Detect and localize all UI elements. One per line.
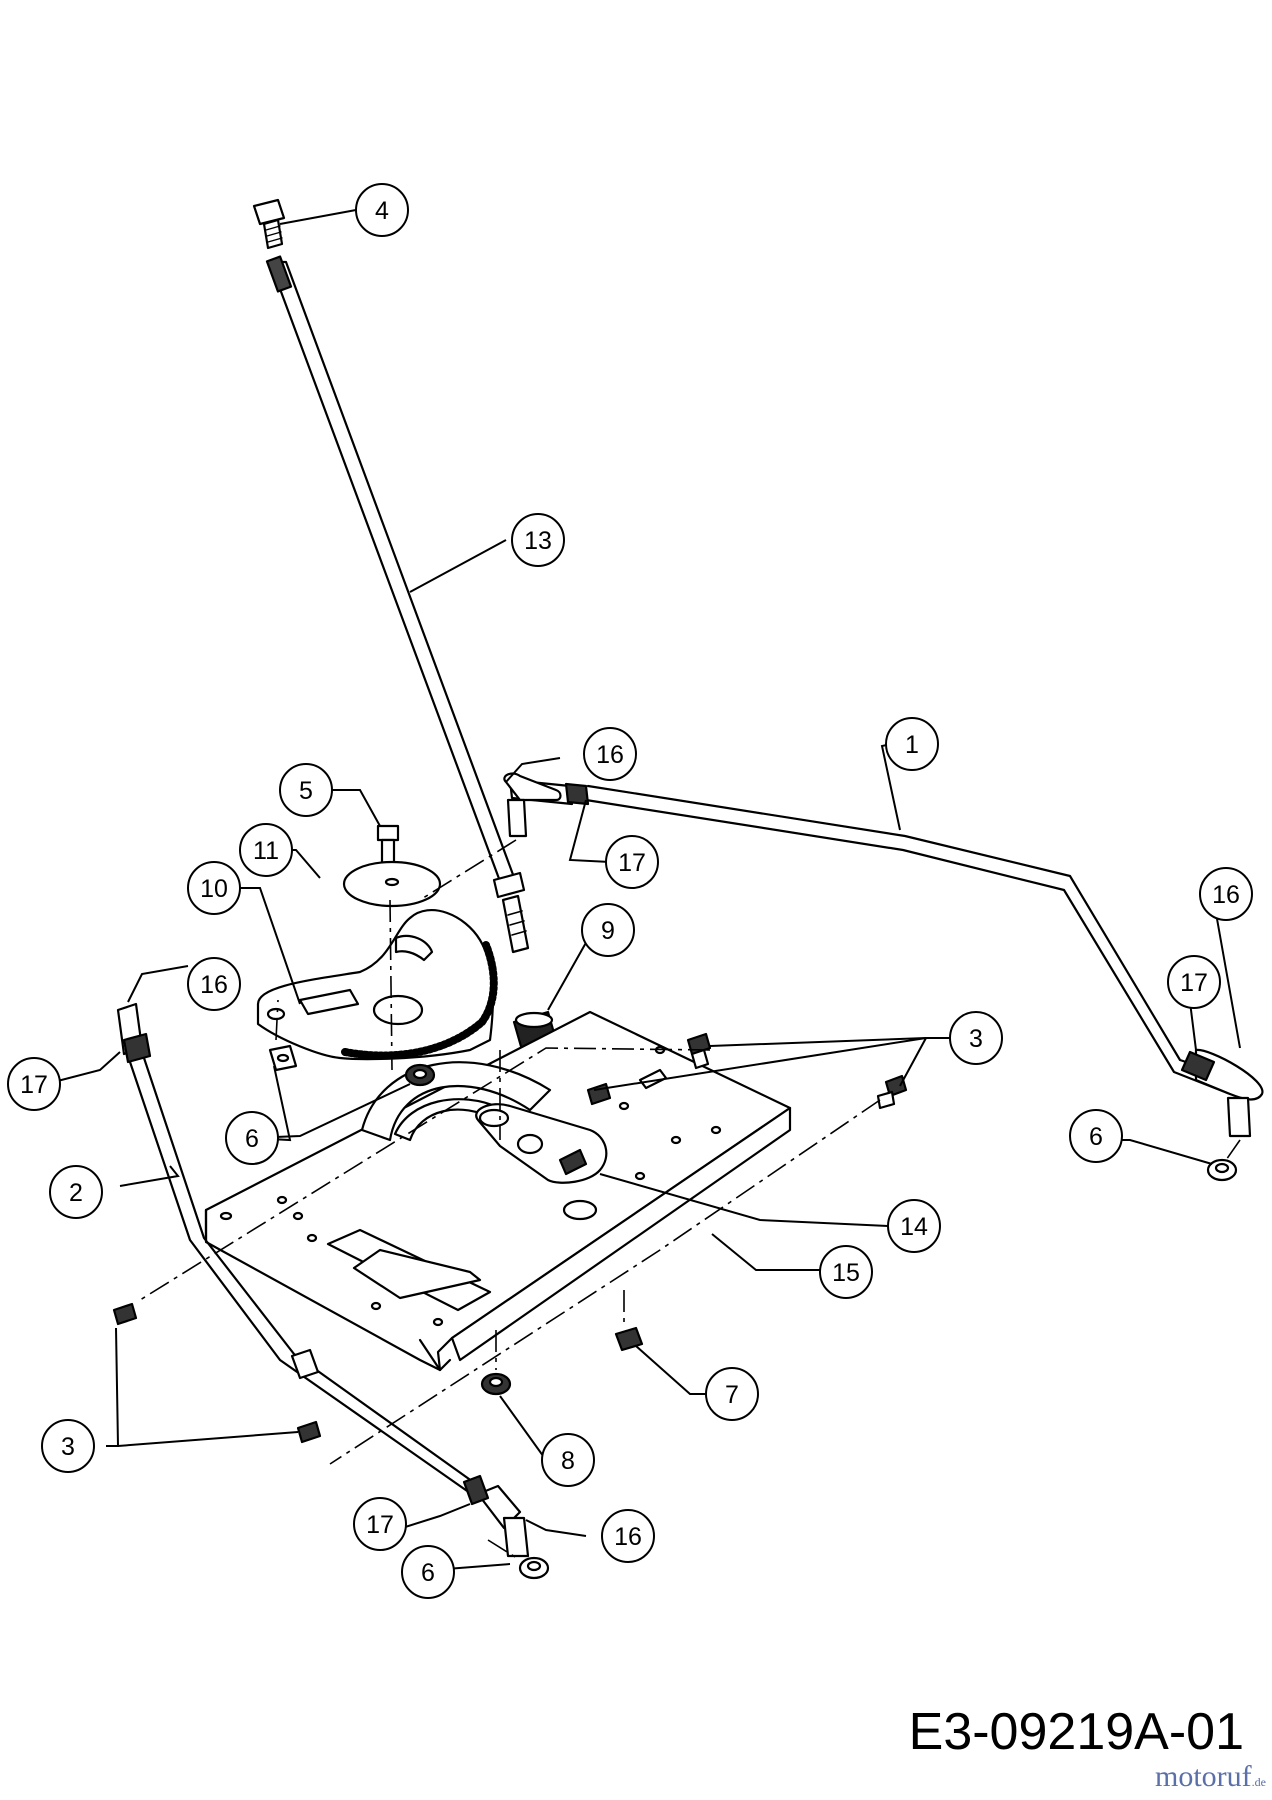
callout-balloon-7 (705, 1367, 759, 1421)
callout-label: 5 (299, 777, 313, 805)
callout-balloon-16 (187, 957, 241, 1011)
callout-label: 16 (614, 1523, 642, 1551)
callout-label: 2 (69, 1179, 83, 1207)
callout-label: 10 (200, 875, 228, 903)
callout-label: 14 (900, 1213, 928, 1241)
bolt-4 (252, 198, 286, 250)
center-lines (139, 839, 1241, 1561)
callout-balloon-8 (541, 1433, 595, 1487)
callout-balloon-5 (279, 763, 333, 817)
sector-gear-10 (256, 908, 498, 1061)
nut-6-center (404, 1063, 436, 1087)
callout-label: 9 (601, 917, 615, 945)
callout-label: 3 (61, 1433, 75, 1461)
callout-label: 16 (596, 741, 624, 769)
callout-balloon-3 (41, 1419, 95, 1473)
jam-nut-17-bottom (462, 1474, 490, 1506)
callout-label: 1 (905, 731, 919, 759)
nut-6-right (1206, 1158, 1238, 1182)
callout-balloon-3 (949, 1011, 1003, 1065)
callout-label: 17 (618, 849, 646, 877)
bolt-3-b (876, 1074, 908, 1110)
washer-11 (342, 860, 442, 908)
callout-balloon-10 (187, 861, 241, 915)
callout-label: 6 (1089, 1123, 1103, 1151)
callout-label: 6 (245, 1125, 259, 1153)
callout-label: 17 (20, 1071, 48, 1099)
callout-label: 16 (1212, 881, 1240, 909)
callout-label: 17 (366, 1511, 394, 1539)
callout-label: 7 (725, 1381, 739, 1409)
nut-6-bottom (518, 1556, 550, 1580)
nut-6-left (268, 1044, 298, 1072)
callout-label: 17 (1180, 969, 1208, 997)
callout-balloon-14 (887, 1199, 941, 1253)
callout-balloon-6 (1069, 1109, 1123, 1163)
callout-balloon-17 (7, 1057, 61, 1111)
callout-balloon-9 (581, 903, 635, 957)
callout-balloon-16 (601, 1509, 655, 1563)
callout-label: 4 (375, 197, 389, 225)
steering-shaft-13 (265, 255, 530, 954)
steering-arm-14 (475, 1103, 608, 1184)
bolt-3-c (112, 1302, 138, 1326)
callout-label: 16 (200, 971, 228, 999)
callout-balloons (7, 183, 1253, 1599)
jam-nut-17-right (1180, 1050, 1216, 1082)
callout-label: 6 (421, 1559, 435, 1587)
nut-7 (614, 1326, 644, 1352)
callout-label: 3 (969, 1025, 983, 1053)
ball-joint-16-bottom (502, 1516, 530, 1558)
callout-balloon-4 (355, 183, 409, 237)
callout-balloon-13 (511, 513, 565, 567)
callout-labels: 1 2 3 3 4 5 6 6 6 7 8 9 10 11 13 14 15 1… (20, 197, 1240, 1587)
callout-label: 8 (561, 1447, 575, 1475)
callout-balloon-16 (583, 727, 637, 781)
callout-label: 11 (253, 837, 279, 865)
callout-balloon-15 (819, 1245, 873, 1299)
bolt-3-d (296, 1420, 322, 1444)
callout-balloon-16 (1199, 867, 1253, 921)
bushing-8 (480, 1372, 512, 1396)
callout-balloon-17 (605, 835, 659, 889)
watermark-logo: motoruf.de (1155, 1760, 1266, 1794)
callout-balloon-17 (353, 1497, 407, 1551)
callout-balloon-11 (239, 823, 293, 877)
drawing-number: E3-09219A-01 (908, 1703, 1244, 1761)
callout-balloon-6 (225, 1111, 279, 1165)
callout-balloon-17 (1167, 955, 1221, 1009)
callout-balloon-2 (49, 1165, 103, 1219)
callout-balloon-1 (885, 717, 939, 771)
watermark-brand: motoruf (1155, 1760, 1252, 1793)
callout-balloon-6 (401, 1545, 455, 1599)
callout-label: 13 (524, 527, 552, 555)
callout-label: 15 (832, 1259, 860, 1287)
ball-joint-16-top (503, 772, 562, 838)
watermark-tld: .de (1251, 1775, 1266, 1789)
